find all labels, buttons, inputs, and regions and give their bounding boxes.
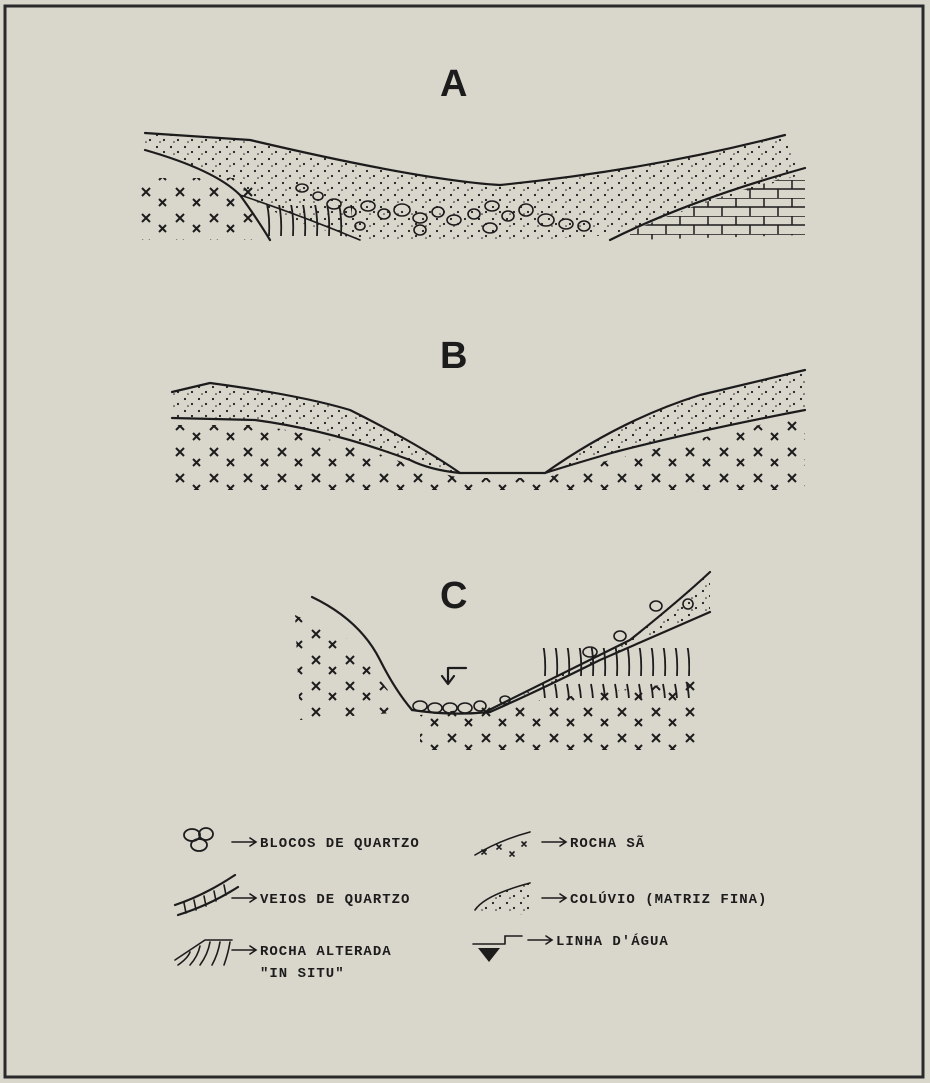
- legend-arrow-6: [528, 936, 552, 944]
- legend-rocha-sa-label: ROCHA SÃ: [570, 834, 645, 852]
- legend-alterada-label-line1: ROCHA ALTERADA: [260, 944, 392, 960]
- legend-altered-rock-icon: [175, 940, 232, 965]
- legend-veios-label: VEIOS DE QUARTZO: [260, 892, 410, 908]
- panel-b: B: [172, 335, 805, 490]
- panel-a-fresh-rock: [138, 178, 253, 240]
- legend-coluvio-label: COLÚVIO (MATRIZ FINA): [570, 890, 767, 908]
- legend-blocos-label: BLOCOS DE QUARTZO: [260, 836, 420, 852]
- panel-a-altered-rock: [262, 205, 352, 243]
- legend-fresh-rock-icon: [475, 832, 530, 856]
- panel-a: A: [138, 63, 805, 243]
- panel-c: C: [295, 572, 710, 750]
- legend-arrow-1: [232, 838, 256, 846]
- panel-c-water-line-icon: [442, 668, 466, 684]
- panel-a-label: A: [440, 63, 467, 105]
- panel-b-label: B: [440, 335, 467, 377]
- legend-alterada-label-line2: "IN SITU": [260, 966, 345, 982]
- panel-c-fresh-rock-left: [295, 615, 405, 720]
- legend: BLOCOS DE QUARTZO VEIOS DE QUARTZO ROCHA…: [175, 828, 767, 982]
- legend-quartz-blocks-icon: [184, 828, 213, 851]
- legend-quartz-veins-icon: [175, 875, 238, 915]
- legend-water-line-icon: [473, 936, 522, 962]
- legend-arrow-3: [232, 946, 256, 954]
- legend-linha-agua-label: LINHA D'ÁGUA: [556, 932, 669, 950]
- legend-colluvium-icon: [475, 883, 530, 915]
- legend-arrow-2: [232, 894, 256, 902]
- panel-c-label: C: [440, 575, 467, 617]
- legend-arrow-4: [542, 838, 566, 846]
- legend-arrow-5: [542, 894, 566, 902]
